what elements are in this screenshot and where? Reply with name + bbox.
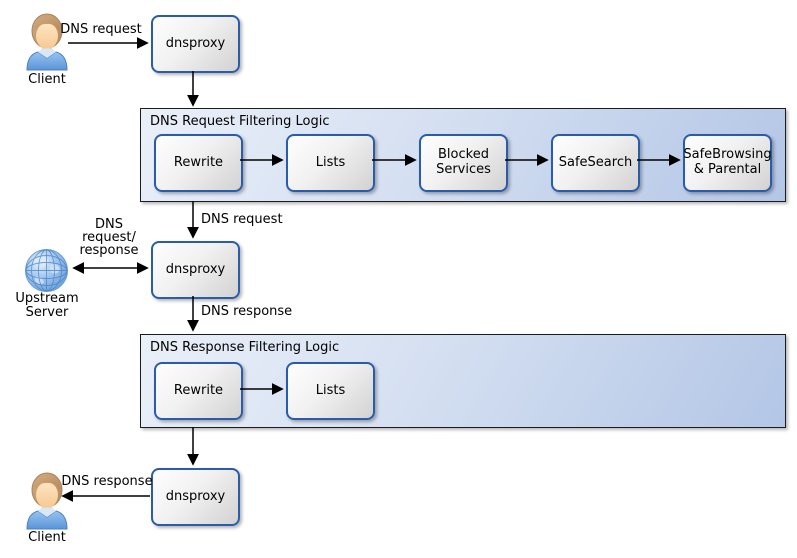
client-bottom-label: Client: [28, 530, 66, 545]
edge-label-upstream-link: DNS request/ response: [72, 218, 146, 257]
edge-label-client-request: DNS request: [60, 22, 142, 37]
step-request-rewrite: Rewrite: [154, 134, 243, 192]
request-filtering-container: DNS Request Filtering Logic Rewrite List…: [140, 108, 786, 202]
person-icon: [26, 13, 68, 71]
step-response-lists: Lists: [286, 362, 375, 420]
step-blocked-services: Blocked Services: [419, 134, 508, 192]
step-request-lists-label: Lists: [315, 154, 346, 170]
edge-label-dns-response-mid: DNS response: [201, 304, 293, 319]
node-dnsproxy-middle-label: dnsproxy: [165, 261, 226, 277]
node-dnsproxy-top: dnsproxy: [151, 15, 240, 73]
edge-label-filtered-request: DNS request: [201, 212, 283, 227]
response-filtering-container: DNS Response Filtering Logic Rewrite Lis…: [140, 334, 786, 428]
request-filtering-title: DNS Request Filtering Logic: [150, 114, 330, 129]
edge-label-upstream-line2: request/: [82, 230, 136, 245]
node-dnsproxy-bottom-label: dnsproxy: [165, 488, 226, 504]
response-filtering-title: DNS Response Filtering Logic: [150, 340, 340, 355]
upstream-server-label: Upstream Server: [15, 291, 79, 320]
person-icon: [26, 472, 68, 530]
node-dnsproxy-middle: dnsproxy: [151, 241, 240, 299]
edge-label-upstream-line1: DNS: [95, 217, 123, 232]
step-response-rewrite-label: Rewrite: [173, 382, 224, 398]
step-safebrowsing-parental: SafeBrowsing & Parental: [683, 134, 772, 192]
client-top-label: Client: [28, 72, 66, 87]
edge-label-upstream-line3: response: [79, 243, 139, 258]
step-blocked-services-label: Blocked Services: [436, 147, 491, 177]
step-response-rewrite: Rewrite: [154, 362, 243, 420]
node-dnsproxy-bottom: dnsproxy: [151, 468, 240, 526]
step-safesearch: SafeSearch: [551, 134, 640, 192]
step-safebrowsing-parental-label: SafeBrowsing & Parental: [683, 147, 772, 177]
step-request-rewrite-label: Rewrite: [173, 154, 224, 170]
edge-label-client-response: DNS response: [61, 474, 153, 489]
step-safesearch-label: SafeSearch: [558, 154, 633, 170]
step-request-lists: Lists: [286, 134, 375, 192]
node-dnsproxy-top-label: dnsproxy: [165, 35, 226, 51]
globe-icon: [25, 249, 68, 292]
step-response-lists-label: Lists: [315, 382, 346, 398]
